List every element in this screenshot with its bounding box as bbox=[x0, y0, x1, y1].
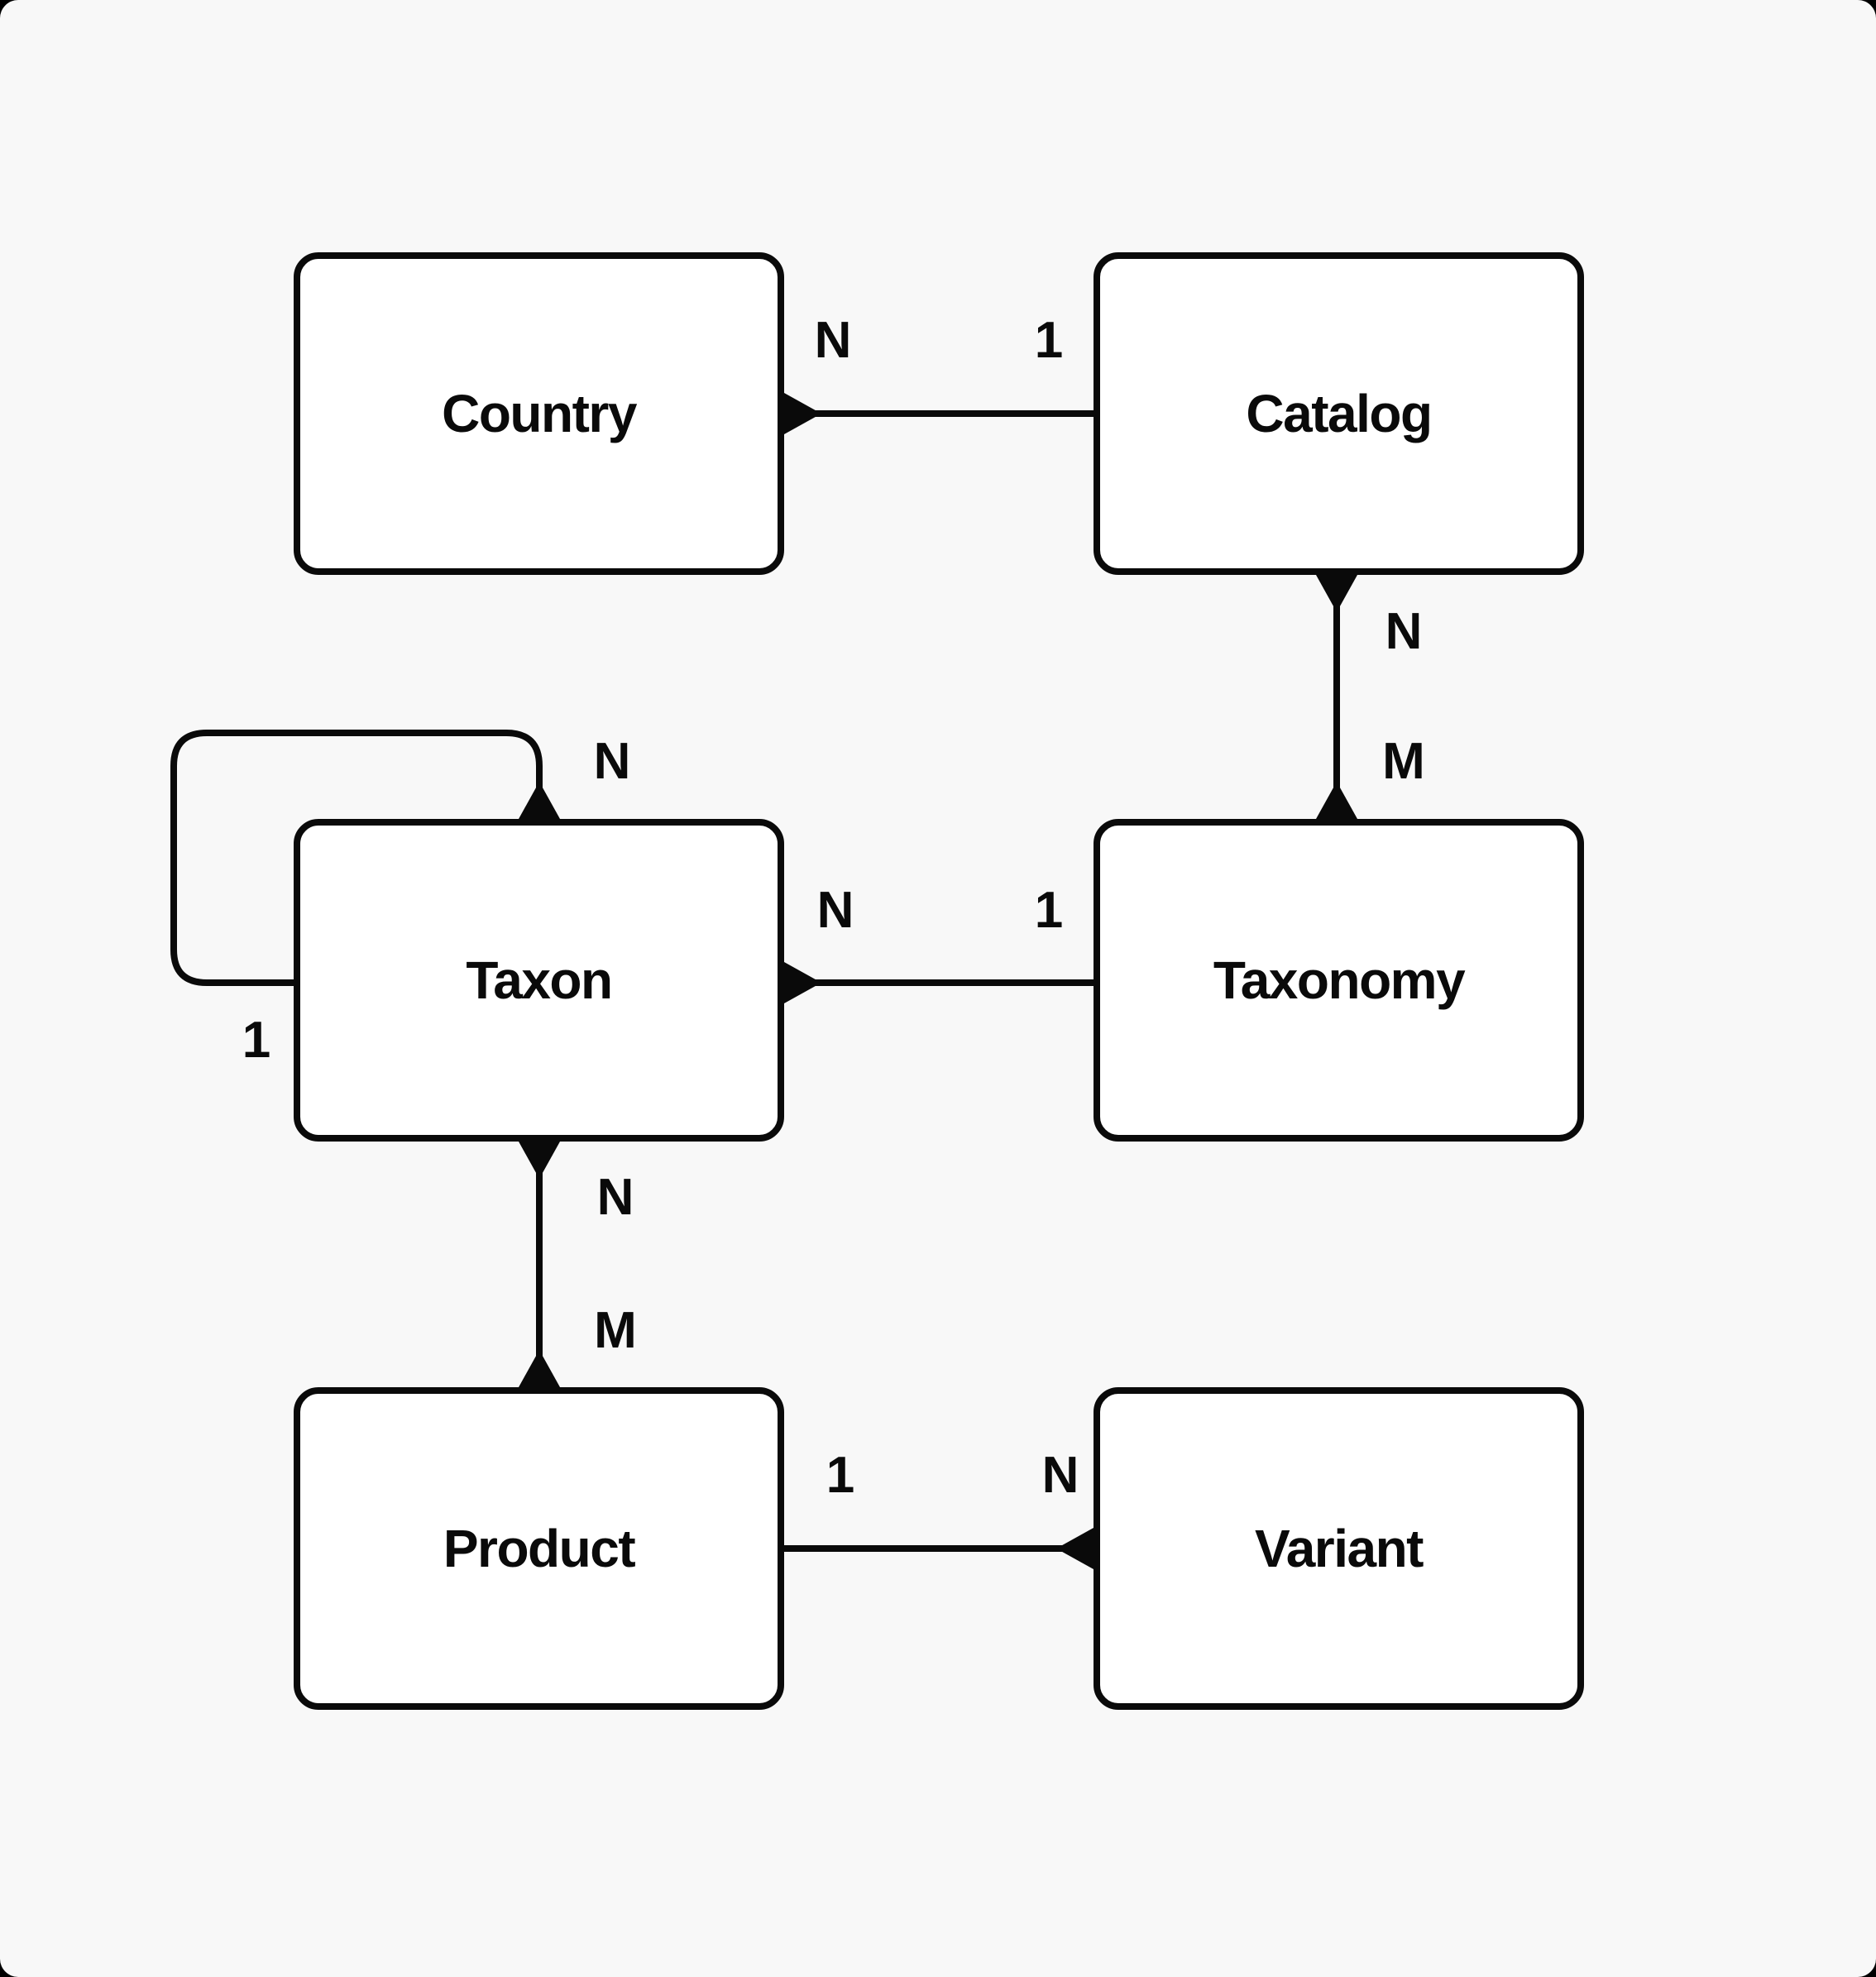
entity-country-label: Country bbox=[442, 384, 637, 443]
arrowhead-icon-at-taxon-top bbox=[519, 782, 560, 819]
cardinality-catalog-bottom: N bbox=[1385, 603, 1423, 660]
entity-variant-label: Variant bbox=[1255, 1519, 1424, 1578]
cardinality-taxon-side: N bbox=[816, 882, 854, 939]
cardinality-catalog-side: 1 bbox=[1034, 312, 1064, 369]
arrowhead-icon-at-taxonomy bbox=[1316, 782, 1357, 819]
arrowhead-icon-at-catalog bbox=[1316, 575, 1357, 612]
cardinality-taxon-self-loop-top: N bbox=[593, 733, 631, 790]
cardinality-taxon-bottom: N bbox=[596, 1169, 634, 1226]
arrowhead-icon-at-taxon-bottom bbox=[519, 1142, 560, 1179]
cardinality-product-side: 1 bbox=[826, 1447, 855, 1504]
arrowhead-icon-at-taxon-right bbox=[784, 962, 821, 1003]
entity-product-label: Product bbox=[443, 1519, 636, 1578]
entity-taxonomy: Taxonomy bbox=[1094, 819, 1584, 1142]
entity-taxon-label: Taxon bbox=[466, 950, 613, 1010]
arrowhead-icon-at-product bbox=[519, 1350, 560, 1387]
arrowhead-icon-at-variant bbox=[1056, 1528, 1094, 1569]
entity-variant: Variant bbox=[1094, 1387, 1584, 1710]
entity-taxon: Taxon bbox=[294, 819, 784, 1142]
entity-product: Product bbox=[294, 1387, 784, 1710]
cardinality-country-side: N bbox=[814, 312, 852, 369]
cardinality-variant-side: N bbox=[1041, 1447, 1079, 1504]
cardinality-taxon-self-loop-left: 1 bbox=[242, 1012, 271, 1069]
entity-catalog-label: Catalog bbox=[1246, 384, 1433, 443]
entity-catalog: Catalog bbox=[1094, 252, 1584, 575]
arrowhead-icon-at-country bbox=[784, 393, 821, 434]
cardinality-taxonomy-side: 1 bbox=[1034, 882, 1064, 939]
entity-taxonomy-label: Taxonomy bbox=[1213, 950, 1466, 1010]
cardinality-taxonomy-top: M bbox=[1382, 733, 1425, 790]
entity-country: Country bbox=[294, 252, 784, 575]
connector-taxon-self-loop bbox=[170, 730, 543, 986]
cardinality-product-top: M bbox=[594, 1302, 637, 1359]
